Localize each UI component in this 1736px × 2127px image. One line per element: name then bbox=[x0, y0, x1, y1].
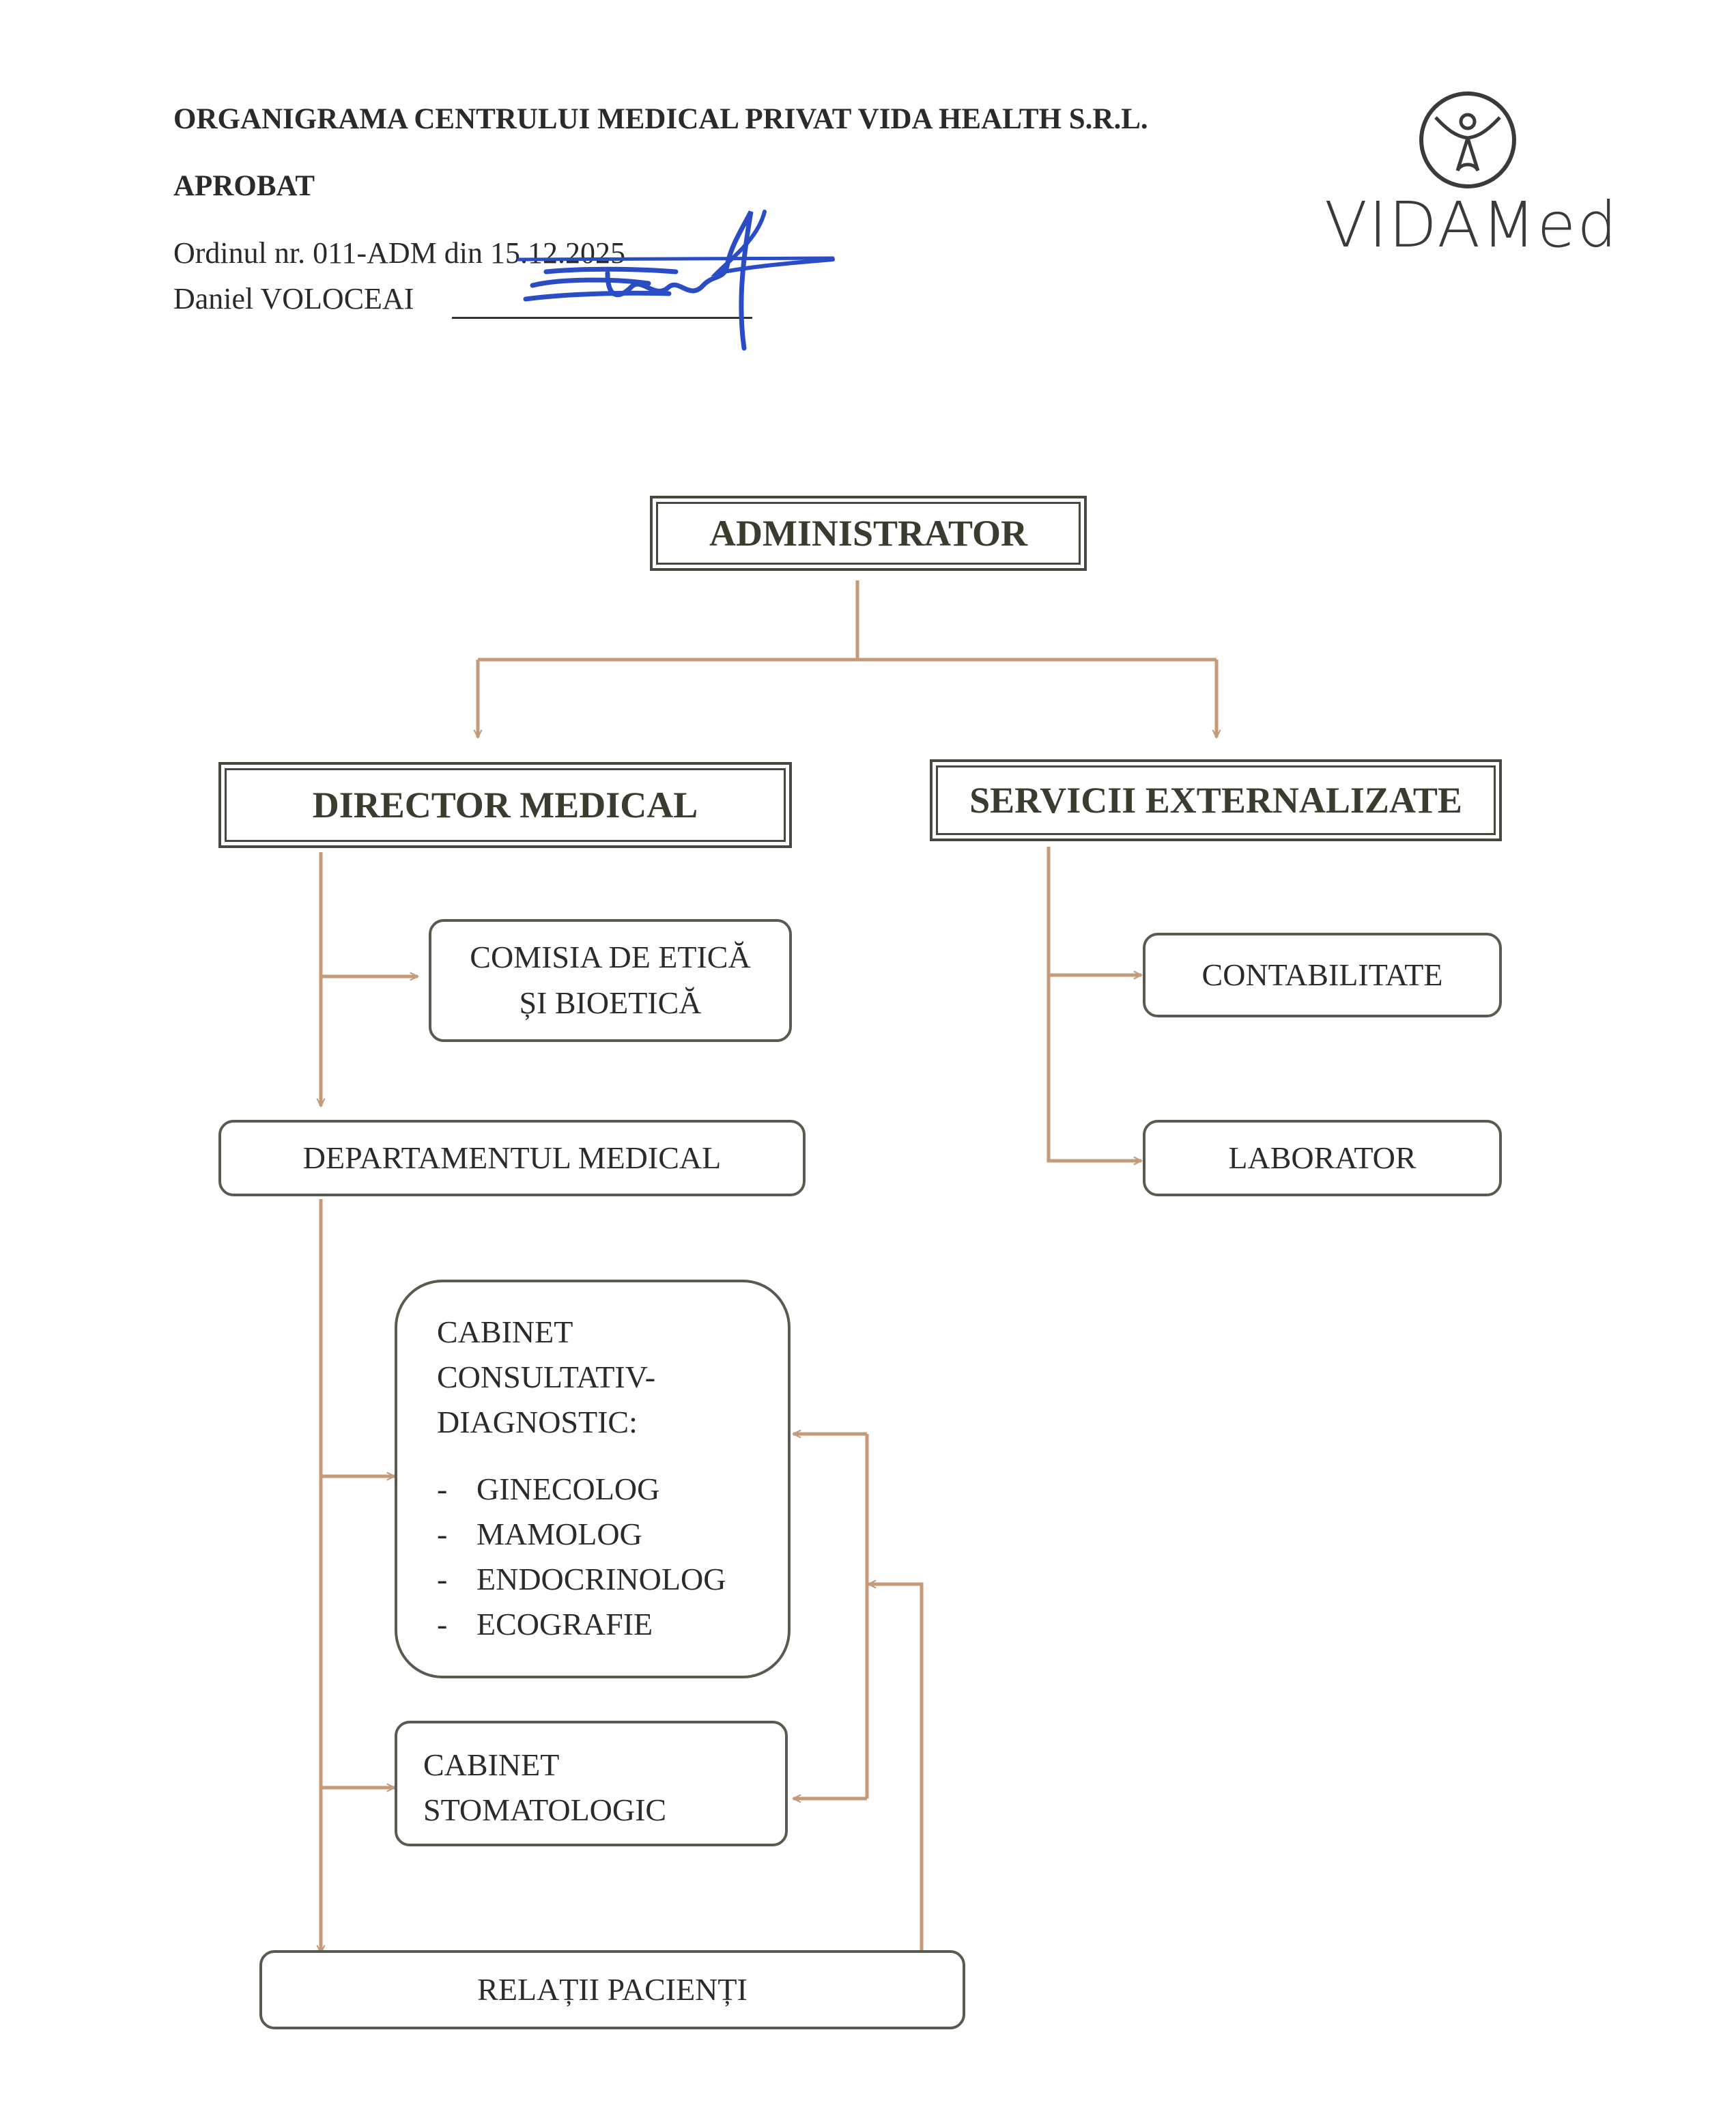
specialty-item: -ECOGRAFIE bbox=[437, 1602, 653, 1647]
cabinet-consultativ-line1: CABINET bbox=[437, 1314, 573, 1349]
signature-icon bbox=[517, 210, 835, 351]
cabinet-consultativ-line2: CONSULTATIV- bbox=[437, 1360, 656, 1394]
specialty-item: -GINECOLOG bbox=[437, 1467, 659, 1512]
cabinet-consultativ-line3: DIAGNOSTIC: bbox=[437, 1405, 638, 1439]
vidamed-logo-icon bbox=[1419, 91, 1516, 188]
node-comisia-etica-line1: COMISIA DE ETICĂ bbox=[470, 940, 751, 975]
node-departamentul-medical-label: DEPARTAMENTUL MEDICAL bbox=[302, 1140, 722, 1175]
node-servicii-externalizate: SERVICII EXTERNALIZATE bbox=[930, 759, 1502, 841]
cabinet-stomatologic-line1: CABINET bbox=[423, 1747, 560, 1782]
node-administrator: ADMINISTRATOR bbox=[650, 496, 1087, 571]
node-servicii-externalizate-label: SERVICII EXTERNALIZATE bbox=[969, 780, 1462, 821]
node-cabinet-consultativ: CABINET CONSULTATIV- DIAGNOSTIC: -GINECO… bbox=[395, 1280, 791, 1678]
document-title: ORGANIGRAMA CENTRULUI MEDICAL PRIVAT VID… bbox=[173, 103, 1148, 135]
node-comisia-etica: COMISIA DE ETICĂ ȘI BIOETICĂ bbox=[429, 919, 792, 1042]
node-director-medical-label: DIRECTOR MEDICAL bbox=[312, 785, 698, 826]
order-reference: Ordinul nr. 011-ADM din 15.12.2025 bbox=[173, 236, 626, 270]
node-director-medical: DIRECTOR MEDICAL bbox=[218, 762, 792, 848]
node-laborator-label: LABORATOR bbox=[1228, 1140, 1417, 1175]
node-contabilitate: CONTABILITATE bbox=[1143, 933, 1502, 1017]
specialty-label: MAMOLOG bbox=[476, 1517, 642, 1551]
vidamed-logo-text: VIDAMed bbox=[1324, 188, 1619, 262]
node-departamentul-medical: DEPARTAMENTUL MEDICAL bbox=[218, 1120, 806, 1196]
node-relatii-pacienti: RELAȚII PACIENȚI bbox=[259, 1950, 965, 2029]
specialty-label: ENDOCRINOLOG bbox=[476, 1562, 726, 1596]
specialty-item: -MAMOLOG bbox=[437, 1512, 642, 1557]
node-comisia-etica-line2: ȘI BIOETICĂ bbox=[519, 985, 702, 1020]
node-cabinet-stomatologic: CABINET STOMATOLOGIC bbox=[395, 1721, 788, 1846]
specialty-label: GINECOLOG bbox=[476, 1471, 660, 1506]
signer-name: Daniel VOLOCEAI bbox=[173, 282, 414, 315]
node-contabilitate-label: CONTABILITATE bbox=[1201, 957, 1443, 992]
specialty-item: -ENDOCRINOLOG bbox=[437, 1557, 726, 1602]
node-laborator: LABORATOR bbox=[1143, 1120, 1502, 1196]
node-relatii-pacienti-label: RELAȚII PACIENȚI bbox=[477, 1971, 748, 2007]
specialty-label: ECOGRAFIE bbox=[476, 1607, 653, 1642]
node-administrator-label: ADMINISTRATOR bbox=[709, 513, 1028, 554]
signature-line bbox=[452, 317, 752, 319]
approval-label: APROBAT bbox=[173, 170, 315, 202]
cabinet-stomatologic-line2: STOMATOLOGIC bbox=[423, 1792, 667, 1827]
